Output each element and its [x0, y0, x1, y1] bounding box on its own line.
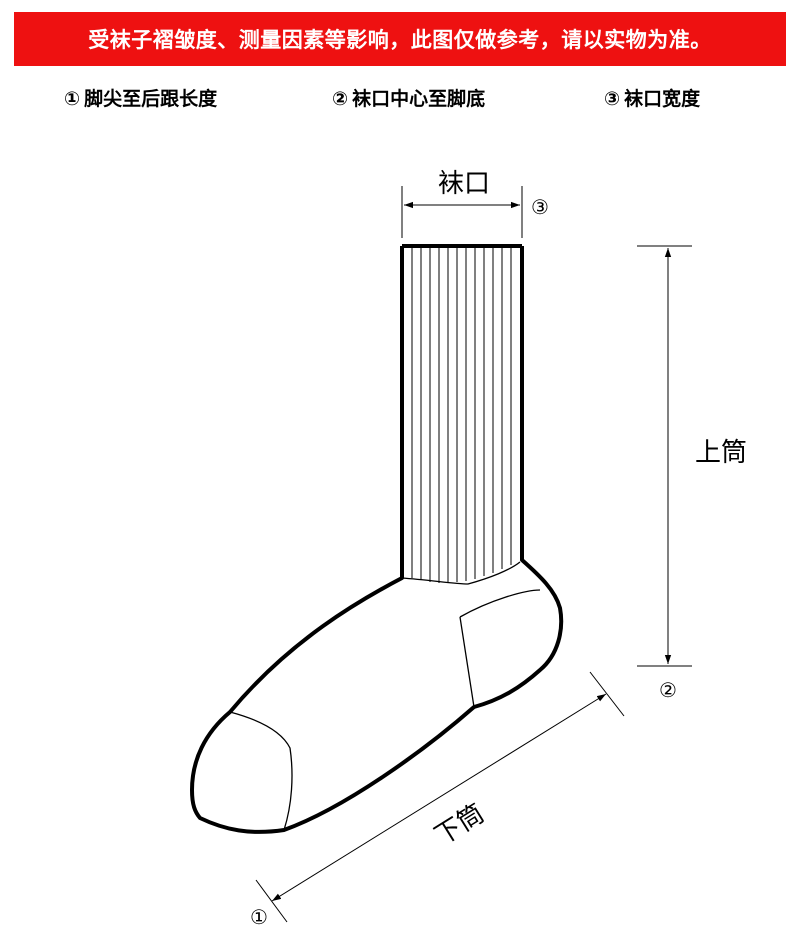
lower-tube-dimension: 下筒 ①	[250, 671, 625, 929]
sock-ribbing	[411, 246, 512, 583]
lower-tube-marker: ①	[250, 905, 268, 929]
cuff-label: 袜口	[438, 169, 490, 199]
sock-toe-patch	[229, 711, 293, 831]
upper-tube-dimension: 上筒 ②	[637, 245, 747, 702]
cuff-marker: ③	[531, 195, 549, 219]
sock-ankle-seam	[401, 561, 521, 585]
upper-tube-marker: ②	[659, 678, 677, 702]
sock-heel-patch	[459, 589, 541, 708]
upper-tube-label: 上筒	[695, 438, 747, 468]
legend-label-3: 袜口宽度	[624, 88, 701, 110]
cuff-width-dimension: 袜口 ③	[401, 169, 549, 238]
legend-marker-3: ③	[604, 88, 621, 110]
legend-label-2: 袜口中心至脚底	[352, 88, 486, 110]
lower-tube-label: 下筒	[430, 799, 490, 852]
disclaimer-banner: 受袜子褶皱度、测量因素等影响，此图仅做参考，请以实物为准。	[14, 12, 786, 66]
legend-marker-1: ①	[64, 88, 81, 110]
legend-marker-2: ②	[332, 88, 349, 110]
legend-label-1: 脚尖至后跟长度	[84, 88, 218, 110]
sock-outline	[190, 246, 564, 834]
